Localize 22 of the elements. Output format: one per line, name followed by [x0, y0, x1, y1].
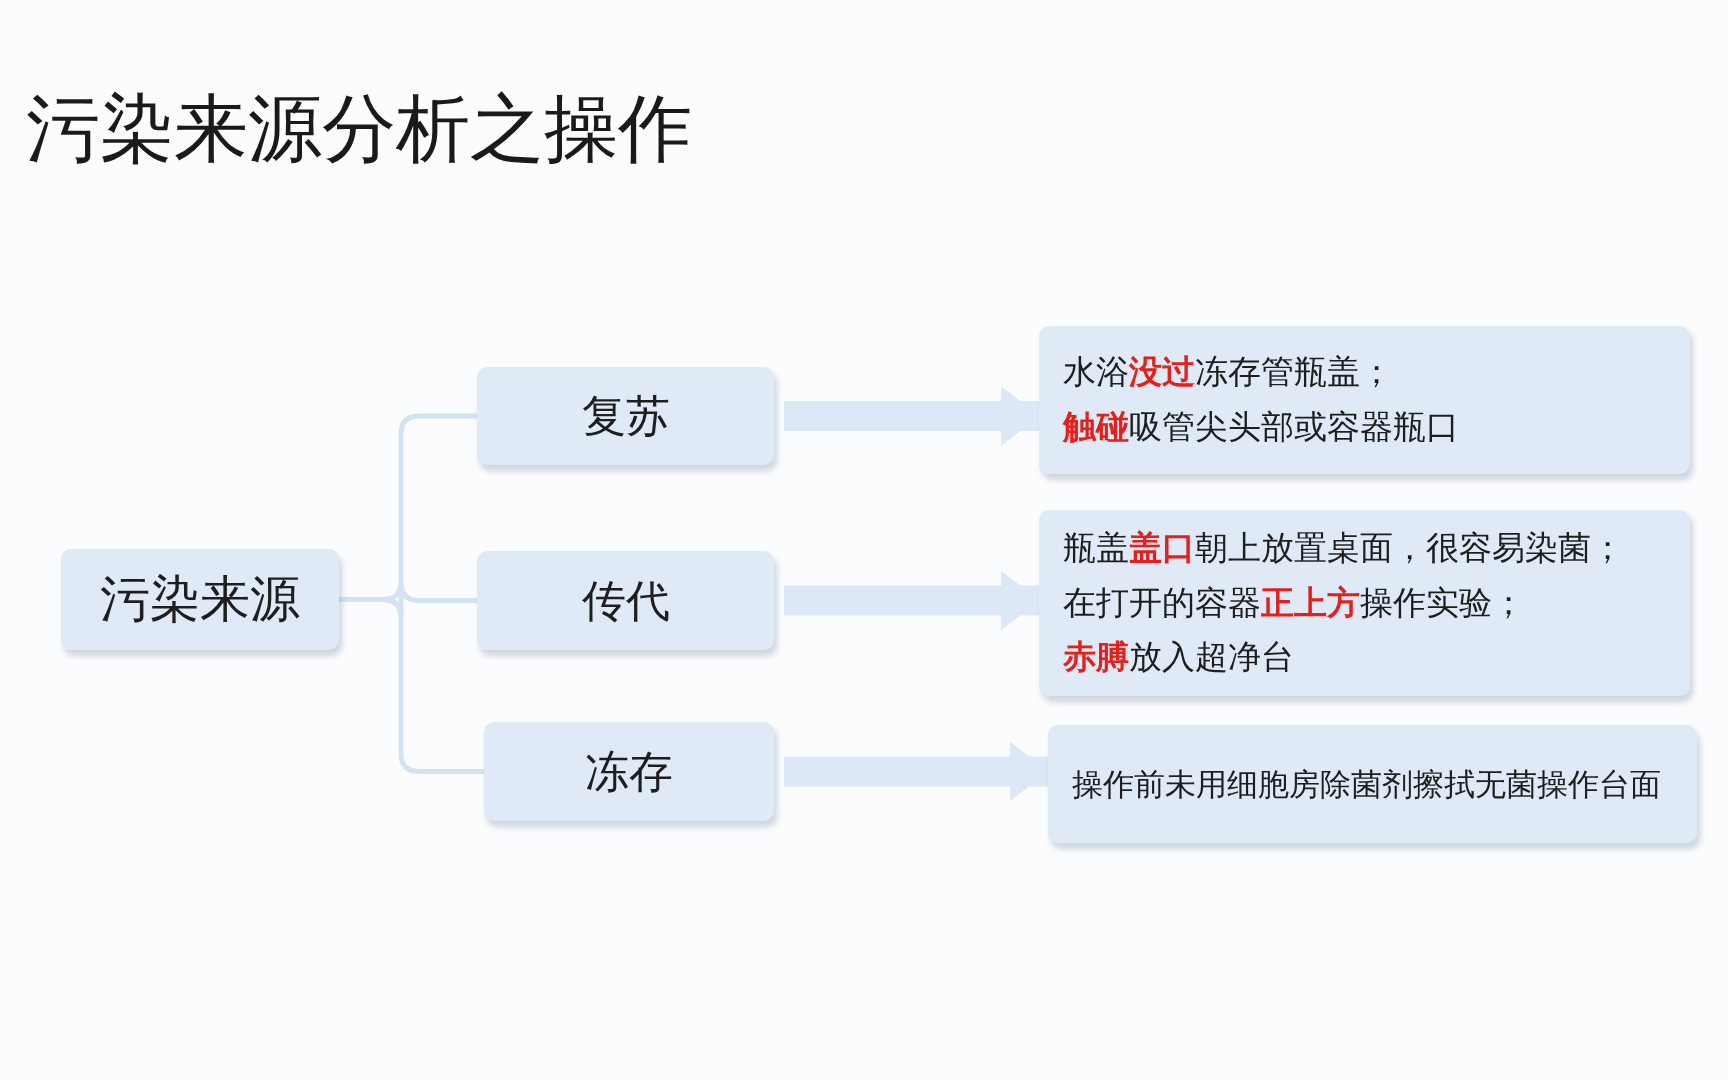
category-label: 冻存	[585, 744, 673, 799]
block-arrow	[784, 741, 1048, 802]
description-text: 触碰吸管尖头部或容器瓶口	[1063, 406, 1460, 448]
description-box	[1039, 326, 1690, 474]
description-box	[1048, 725, 1697, 843]
block-arrow	[784, 570, 1039, 631]
block-arrow	[784, 386, 1039, 446]
category-box	[477, 551, 774, 650]
description-text: 水浴没过冻存管瓶盖；	[1063, 351, 1394, 394]
description-text: 瓶盖盖口朝上放置桌面，很容易染菌；	[1063, 526, 1625, 569]
bracket-connector	[339, 597, 484, 774]
category-label: 污染来源	[100, 569, 300, 630]
category-box	[484, 722, 774, 821]
category-box	[61, 549, 339, 650]
category-box	[477, 367, 774, 465]
category-label: 传代	[581, 573, 670, 628]
category-label: 复苏	[581, 389, 670, 444]
description-text: 赤膊放入超净台	[1063, 636, 1295, 679]
description-text: 在打开的容器正上方操作实验；	[1063, 581, 1526, 624]
slide-title: 污染来源分析之操作	[26, 84, 692, 173]
description-box	[1039, 510, 1690, 696]
description-text: 操作前未用细胞房除菌剂擦拭无菌操作台面	[1072, 764, 1662, 804]
